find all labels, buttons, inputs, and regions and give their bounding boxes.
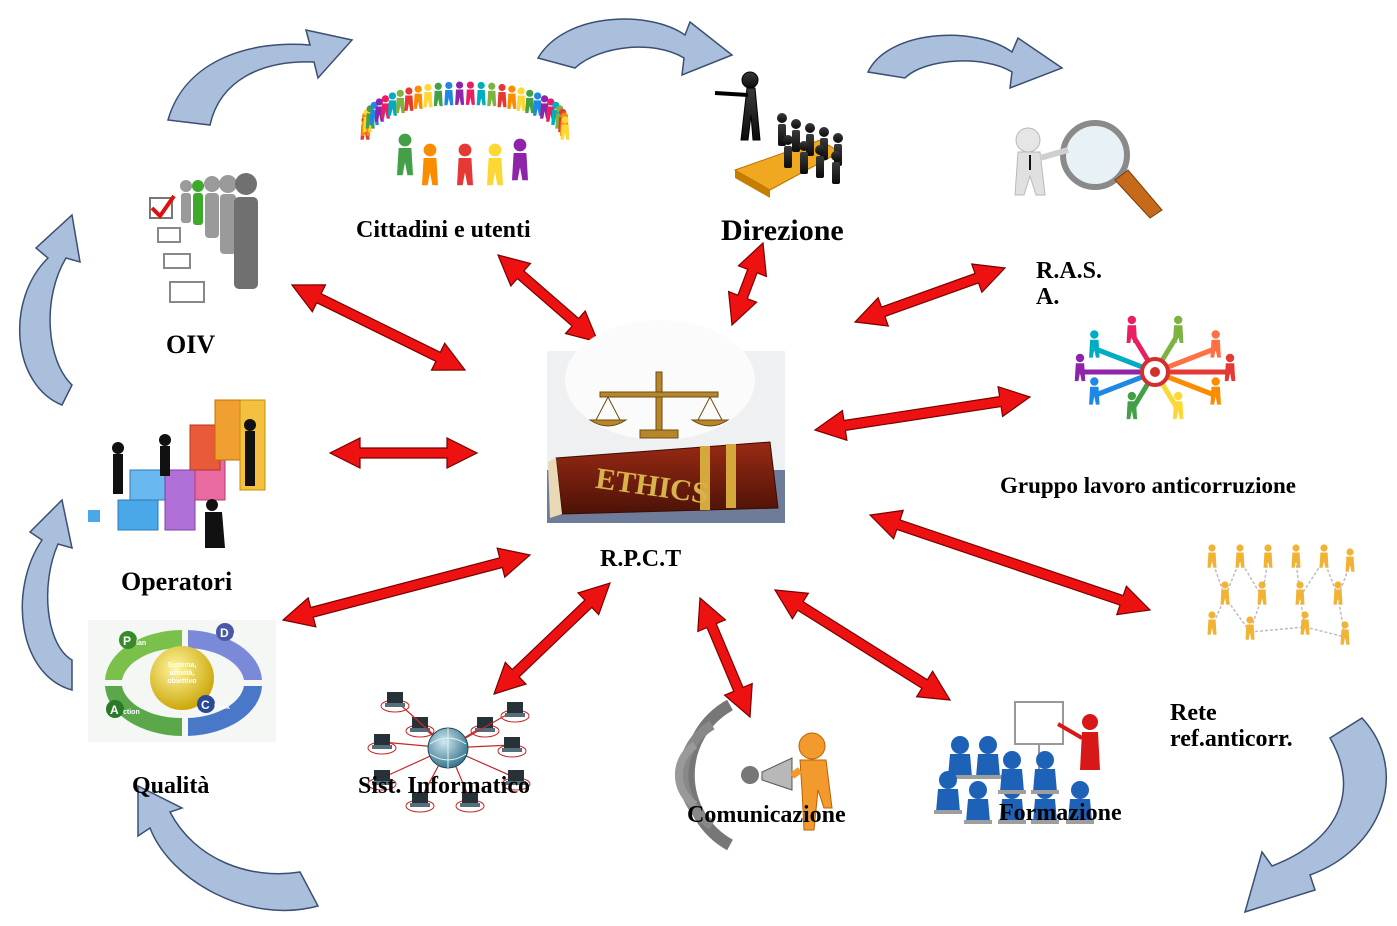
arrow-rpct-formazione: [773, 589, 952, 701]
pdca-do: D: [220, 626, 229, 640]
cycle-arrows: [19, 18, 1387, 914]
cycle-arrow-left-lower: [21, 498, 73, 691]
arrow-rpct-sist: [493, 582, 611, 695]
direzione-image: [714, 71, 843, 198]
arrow-rpct-oiv: [290, 284, 467, 371]
gruppo-image: [1074, 315, 1236, 420]
arrow-rpct-rasa: [853, 263, 1007, 327]
arrow-rpct-rete: [868, 509, 1152, 616]
node-label-rete: Rete ref.anticorr.: [1170, 700, 1293, 753]
node-label-comunicazione: Comunicazione: [687, 802, 846, 828]
arrow-rpct-qualita: [281, 547, 532, 628]
cycle-arrow-left-upper: [19, 213, 81, 406]
scales-icon: [588, 371, 730, 439]
cycle-arrow-top-left: [167, 29, 354, 126]
rete-image: [1207, 544, 1355, 645]
operatori-image: [88, 399, 266, 548]
pdca-plan: P: [123, 634, 131, 648]
oiv-image: [149, 173, 258, 303]
ethics-book-icon: ETHICS: [548, 441, 779, 518]
pdca-center-text: Sistema, attività, obiettivo: [167, 662, 197, 685]
arrow-rpct-cittadini: [496, 254, 600, 343]
center-image-ethics: ETHICS: [547, 320, 785, 523]
comunicazione-image: [674, 699, 833, 851]
sist-image: [367, 692, 531, 813]
arrow-rpct-comunicazione: [697, 596, 753, 719]
cycle-arrow-top-right: [866, 34, 1064, 90]
connector-arrows: [281, 241, 1152, 719]
node-label-formazione: Formazione: [999, 800, 1122, 826]
formazione-image: [934, 701, 1100, 824]
node-label-rasa: R.A.S. A.: [1036, 258, 1103, 311]
pdca-action-word: ction: [123, 709, 140, 716]
cycle-arrow-top-center: [536, 18, 734, 77]
node-label-gruppo: Gruppo lavoro anticorruzione: [1000, 473, 1297, 498]
pdca-plan-word: lan: [136, 640, 146, 647]
pdca-do-word: o: [233, 632, 237, 639]
qualita-image: P lan D o C heck A ction Sistema, attivi…: [88, 620, 276, 742]
cycle-arrow-bottom-left: [137, 784, 320, 912]
cittadini-image: [360, 81, 570, 186]
node-label-cittadini: Cittadini e utenti: [356, 217, 531, 243]
node-label-operatori: Operatori: [121, 567, 233, 596]
pdca-action: A: [110, 703, 119, 717]
pdca-check-word: heck: [214, 704, 230, 711]
arrow-rpct-operatori: [328, 437, 479, 469]
cycle-arrow-bottom-right: [1243, 717, 1387, 914]
arrow-rpct-gruppo: [813, 385, 1032, 442]
arrow-rpct-direzione: [727, 241, 768, 327]
center-label: R.P.C.T: [600, 546, 682, 572]
node-label-qualita: Qualità: [132, 773, 210, 799]
node-label-oiv: OIV: [166, 330, 216, 359]
node-label-sist: Sist. Informatico: [358, 773, 530, 799]
pdca-check: C: [201, 698, 210, 712]
pdca-labels: P lan D o C heck A ction: [106, 623, 237, 718]
rasa-image: [1014, 120, 1163, 219]
node-label-direzione: Direzione: [721, 214, 844, 247]
